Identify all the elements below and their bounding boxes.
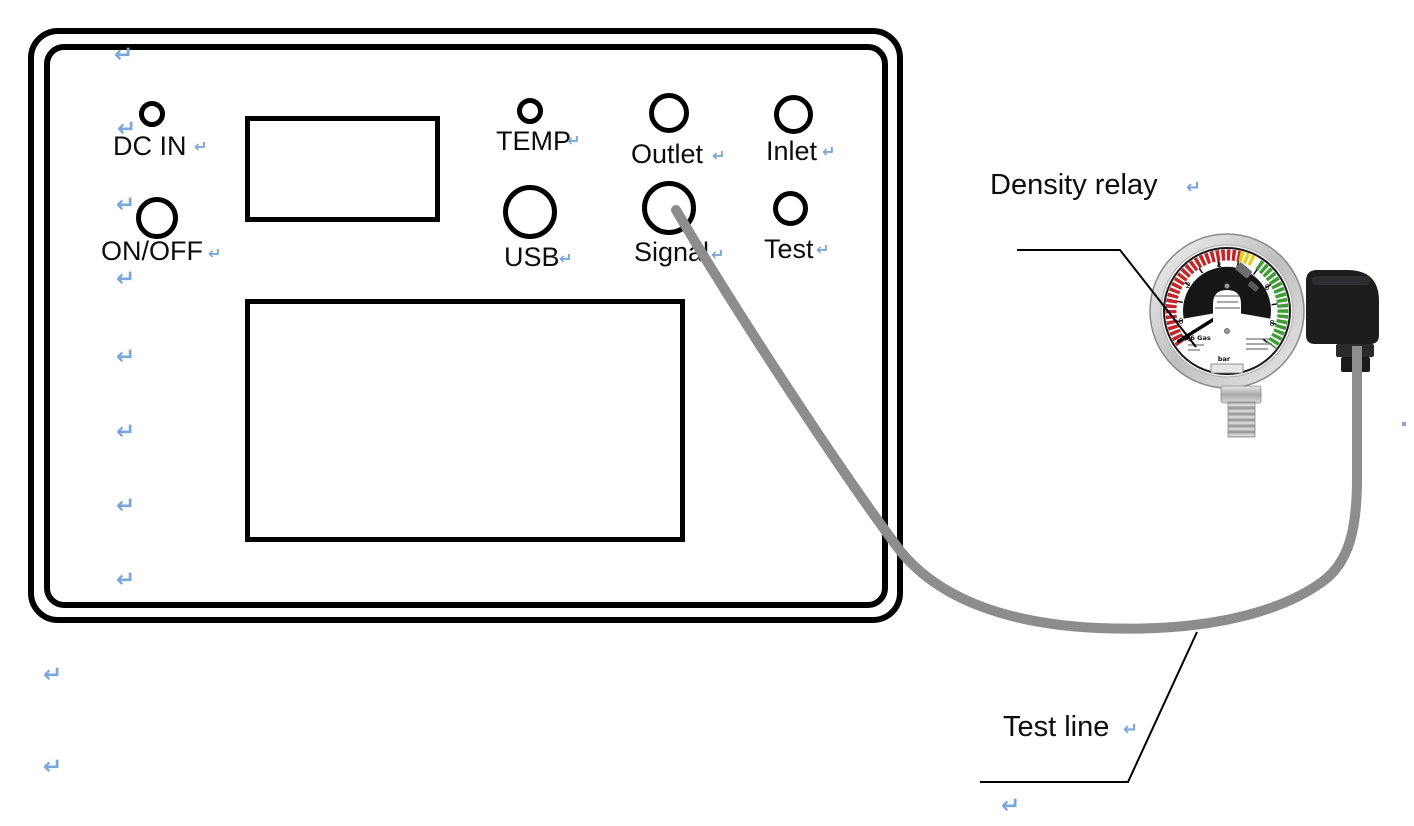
return-mark: ↵: [567, 131, 581, 150]
density-relay-leader-line: [1017, 249, 1197, 348]
usb-port: [503, 185, 557, 239]
inlet-label: Inlet: [766, 136, 818, 166]
gauge-dial: [1163, 247, 1291, 375]
scale-number: 2: [1185, 281, 1190, 290]
gauge-screw: [1224, 283, 1230, 289]
gauge-red-arc: [1165, 249, 1241, 347]
gauge-dial-arch: [1213, 290, 1241, 354]
signal-port: [642, 181, 696, 235]
paragraph-mark: ↵: [116, 344, 136, 370]
connector-body: [1306, 270, 1379, 344]
gauge-serial-plate: [1210, 363, 1244, 374]
temp-led: [517, 98, 543, 124]
outlet-port: [649, 93, 689, 133]
paragraph-mark: ↵: [116, 493, 136, 519]
density-relay-annotation: Density relay: [990, 169, 1158, 201]
scale-number: -1: [1184, 334, 1192, 343]
test-label: Test: [764, 234, 814, 264]
gauge-contact-part: [1235, 262, 1252, 279]
return-mark: ↵: [559, 249, 573, 268]
paragraph-mark: ↵: [1001, 793, 1021, 819]
outlet-label: Outlet: [631, 139, 704, 169]
return-mark: ↵: [711, 245, 725, 264]
gauge-needle: [1176, 309, 1229, 343]
paragraph-mark: ↵: [116, 419, 136, 445]
test-line-leader-line: [980, 631, 1198, 783]
inlet-port: [774, 95, 813, 134]
on-off-label: ON/OFF: [101, 236, 203, 266]
return-mark: ↵: [816, 240, 830, 259]
density-relay-gauge: -1 0 2 4 6 8: [1149, 233, 1379, 438]
paragraph-mark: ↵: [43, 754, 63, 780]
gauge-bezel: [1149, 233, 1305, 389]
return-mark: ↵: [208, 244, 222, 263]
connector-gland: [1341, 357, 1370, 372]
paragraph-mark: ↵: [43, 662, 63, 688]
scale-number: 6: [1264, 283, 1269, 292]
usb-label: USB: [504, 242, 560, 272]
gauge-fine-print-lines: [1188, 295, 1272, 351]
dc-in-led: [139, 101, 165, 127]
gauge-fitting-thread: [1227, 401, 1256, 438]
gauge-green-arc: [1255, 260, 1289, 349]
gauge-fitting-hex: [1220, 385, 1262, 404]
gauge-scale-numbers: -1 0 2 4 6 8: [1178, 261, 1274, 343]
paragraph-mark: ↵: [114, 42, 134, 68]
gauge-bezel-inner: [1160, 244, 1294, 378]
small-display-window: [245, 116, 440, 222]
on-off-button: [136, 197, 178, 239]
gauge-mechanism-cover: [1182, 266, 1271, 319]
paragraph-mark: ↵: [116, 567, 136, 593]
test-port: [773, 191, 808, 226]
dc-in-label: DC IN: [113, 131, 187, 161]
return-mark: ↵: [712, 146, 726, 165]
scale-number: 4: [1216, 261, 1221, 270]
gauge-yellow-arc: [1238, 251, 1257, 267]
stray-blue-dot: [1402, 422, 1406, 426]
connector-gland-nut: [1336, 344, 1374, 357]
connector-sheen: [1312, 276, 1370, 285]
signal-label: Signal: [634, 237, 710, 267]
temp-label: TEMP: [496, 126, 572, 156]
main-display-window: [245, 299, 685, 542]
paragraph-mark: ↵: [117, 116, 137, 142]
scale-number: 8: [1269, 319, 1274, 328]
scale-number: 0: [1178, 317, 1183, 326]
test-line-annotation: Test line: [1003, 711, 1110, 743]
cable-through-gland: [1352, 346, 1362, 372]
return-mark: ↵: [194, 137, 208, 156]
gauge-screw: [1224, 328, 1230, 334]
gauge-unit-label: bar: [1218, 355, 1231, 363]
gauge-contact-part: [1248, 281, 1259, 292]
return-mark: ↵: [1186, 177, 1202, 198]
paragraph-mark: ↵: [116, 266, 136, 292]
gauge-gas-label: SF6 Gas: [1181, 334, 1211, 342]
paragraph-mark: ↵: [116, 192, 136, 218]
return-mark: ↵: [822, 142, 836, 161]
return-mark: ↵: [1123, 719, 1139, 740]
gauge-ticks: [1176, 260, 1278, 343]
